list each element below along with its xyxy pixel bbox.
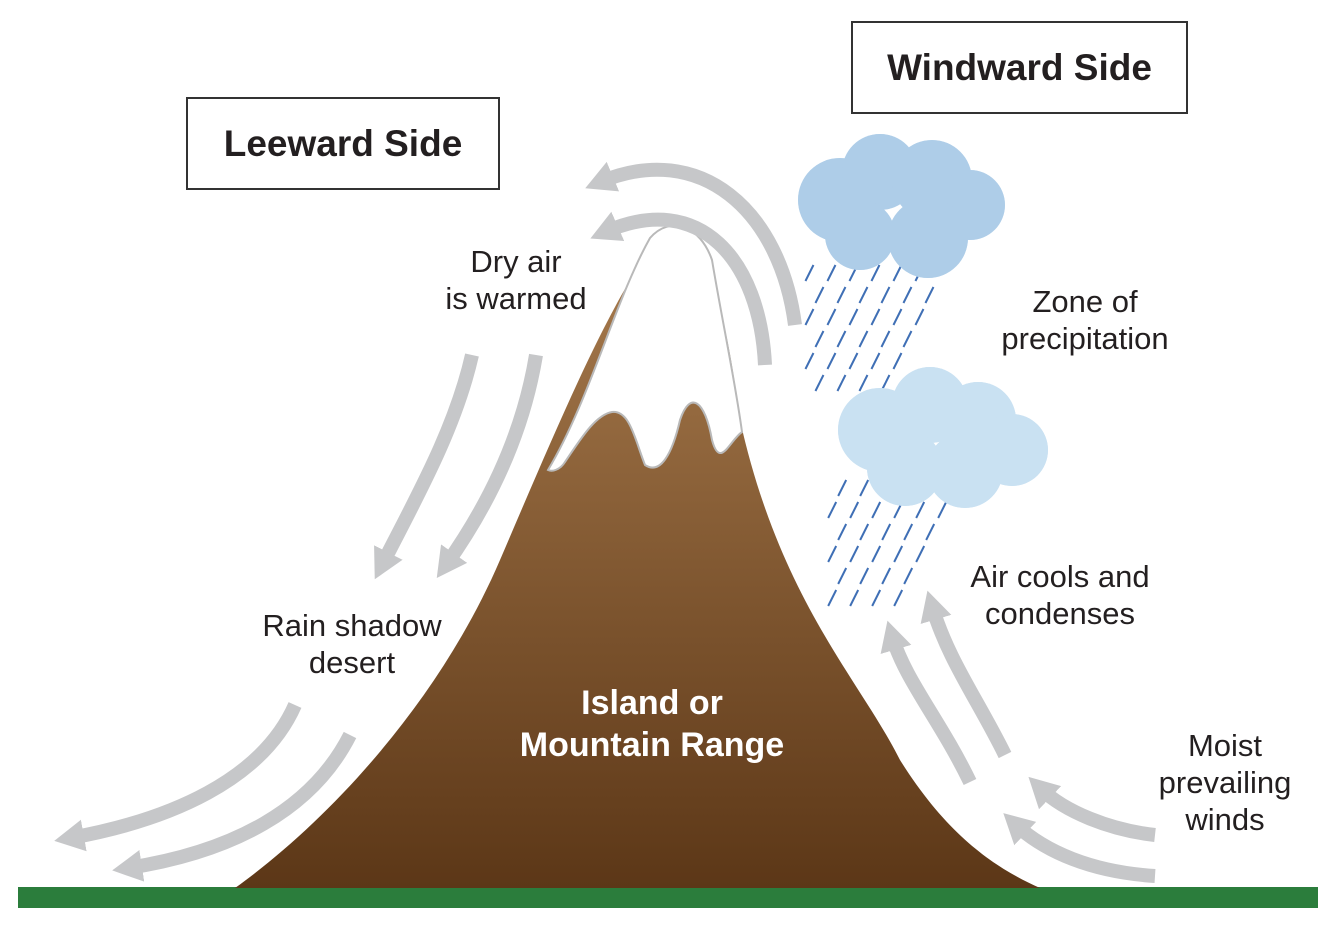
cloud-upper xyxy=(798,134,1005,278)
arrow-desert-1 xyxy=(54,702,302,852)
rain-drop xyxy=(836,374,847,392)
rain-drop xyxy=(848,352,859,370)
zone-line-2: precipitation xyxy=(1001,321,1169,356)
rain-drop xyxy=(849,545,860,563)
rain-drop xyxy=(804,352,815,370)
zone-of-precipitation-label: Zone of precipitation xyxy=(975,283,1195,357)
arrow-descending-1 xyxy=(374,353,479,580)
rain-drop xyxy=(892,352,903,370)
rain-drop xyxy=(892,308,903,326)
arrow-descending-2 xyxy=(436,353,543,579)
arrow-rising-1 xyxy=(880,620,977,786)
mountain-line-2: Mountain Range xyxy=(519,726,785,764)
mountain-label: Island or Mountain Range xyxy=(492,682,812,766)
moist-line-2: prevailing xyxy=(1158,765,1292,800)
rain-drop xyxy=(827,501,838,519)
rain-drop xyxy=(903,523,914,541)
rain-drop xyxy=(837,523,848,541)
rain-drop xyxy=(880,286,891,304)
rain-drop xyxy=(849,501,860,519)
rain-drop xyxy=(826,264,837,282)
rain-drop xyxy=(871,501,882,519)
rain-drop xyxy=(837,567,848,585)
arrow-over-peak-outer xyxy=(585,161,802,326)
arrow-moist-1 xyxy=(1028,776,1156,842)
rain-drop xyxy=(859,523,870,541)
moist-winds-label: Moist prevailing winds xyxy=(1135,727,1315,838)
rain-drop xyxy=(826,308,837,326)
rain-drop xyxy=(881,567,892,585)
air-cools-line-2: condenses xyxy=(985,596,1135,631)
rain-drop xyxy=(871,545,882,563)
rain-drop xyxy=(871,589,882,607)
arrow-desert-2 xyxy=(112,731,357,882)
rain-drop xyxy=(827,545,838,563)
mountain xyxy=(235,232,1040,889)
rain-drop xyxy=(836,286,847,304)
rain-drop xyxy=(880,330,891,348)
rain-drop xyxy=(892,264,903,282)
rain-drop xyxy=(858,286,869,304)
mountain-line-1: Island or xyxy=(581,684,723,722)
rain-drop xyxy=(881,523,892,541)
ground xyxy=(18,887,1318,908)
rain-drop xyxy=(849,589,860,607)
rain-drop xyxy=(804,308,815,326)
dry-air-label: Dry air is warmed xyxy=(416,243,616,317)
rain-drop xyxy=(814,374,825,392)
rain-drop xyxy=(837,479,848,497)
air-cools-label: Air cools and condenses xyxy=(950,558,1170,632)
rain-drop xyxy=(858,374,869,392)
snow-cap xyxy=(546,224,744,472)
rain-drop xyxy=(903,567,914,585)
arrow-rising-2 xyxy=(920,590,1012,759)
rain-drop xyxy=(915,501,926,519)
rain-drop xyxy=(937,501,948,519)
rain-drop xyxy=(858,330,869,348)
rain-drop xyxy=(814,286,825,304)
rain-shadow-line-2: desert xyxy=(308,645,396,680)
rain-drop xyxy=(870,264,881,282)
rain-drop xyxy=(902,330,913,348)
dry-air-line-1: Dry air xyxy=(470,244,562,279)
arrow-moist-2 xyxy=(1003,813,1156,883)
cloud-lower xyxy=(838,367,1048,508)
air-cools-line-1: Air cools and xyxy=(970,559,1150,594)
zone-line-1: Zone of xyxy=(1032,284,1138,319)
rain-drop xyxy=(859,479,870,497)
rain-drop xyxy=(893,545,904,563)
rain-shadow-line-1: Rain shadow xyxy=(262,608,442,643)
rain-drop xyxy=(870,352,881,370)
rain-shadow-desert-label: Rain shadow desert xyxy=(242,607,462,681)
dry-air-line-2: is warmed xyxy=(445,281,587,316)
rain-drop xyxy=(814,330,825,348)
leeward-side-box: Leeward Side xyxy=(186,97,500,190)
rain-drop xyxy=(804,264,815,282)
rain-drop xyxy=(914,308,925,326)
rain-drop xyxy=(924,286,935,304)
rain-drop xyxy=(826,352,837,370)
rain-drop xyxy=(827,589,838,607)
rain-drop xyxy=(859,567,870,585)
rain-drop xyxy=(836,330,847,348)
rain-drop xyxy=(848,308,859,326)
leeward-arrows xyxy=(54,161,802,882)
windward-arrows xyxy=(880,590,1156,883)
rain-drop xyxy=(870,308,881,326)
rain-drop xyxy=(893,589,904,607)
windward-side-box: Windward Side xyxy=(851,21,1188,114)
rain-drop xyxy=(902,286,913,304)
rain-drop xyxy=(915,545,926,563)
arrow-over-peak-inner xyxy=(590,211,772,366)
moist-line-3: winds xyxy=(1185,802,1265,837)
moist-line-1: Moist xyxy=(1187,728,1263,763)
rain-drop xyxy=(925,523,936,541)
